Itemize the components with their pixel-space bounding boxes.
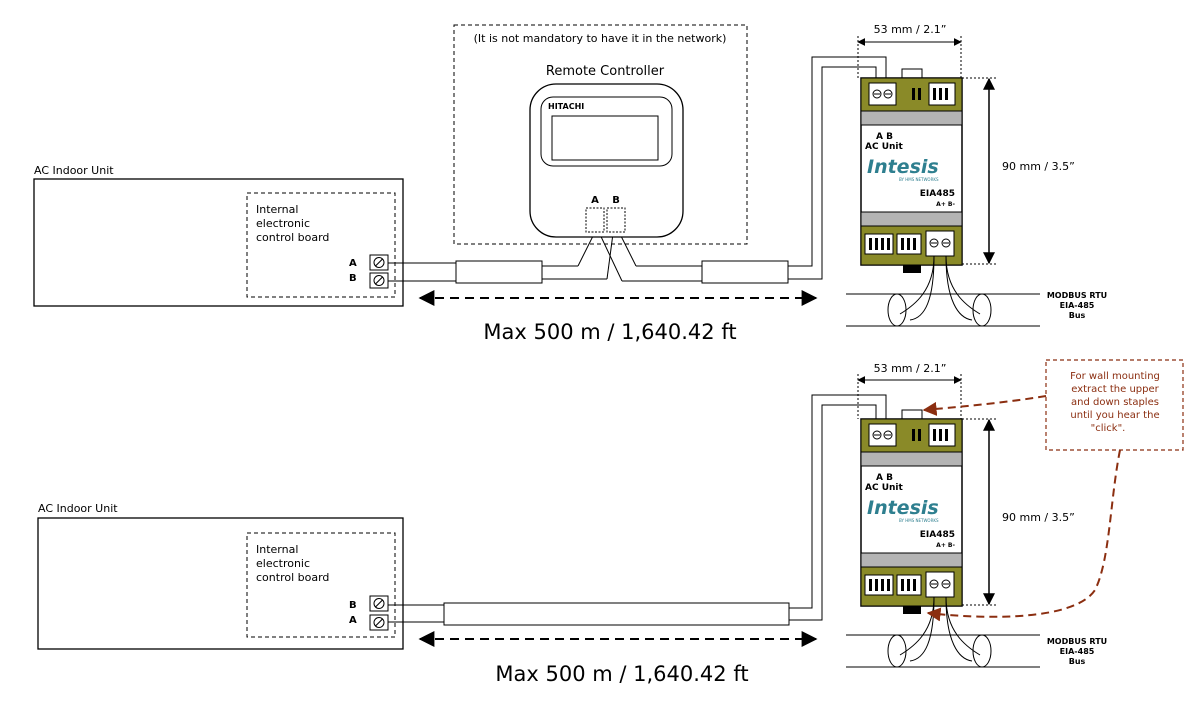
board-line-3-2: control board <box>256 571 329 584</box>
note-line-2: extract the upper <box>1071 384 1159 395</box>
modbus-bus-cable <box>846 255 1040 327</box>
modbus-label-2-line-2: EIA-485 <box>1060 647 1095 656</box>
control-board-box <box>246 192 396 298</box>
note-line-3: and down staples <box>1071 397 1159 408</box>
height-dimension-2: 90 mm / 3.5” <box>1002 511 1075 524</box>
modbus-label-line-3: Bus <box>1069 311 1086 320</box>
modbus-label-2-line-3: Bus <box>1069 657 1086 666</box>
power-terminal-icon <box>928 82 956 106</box>
device-bus-pins-2: A+ B- <box>936 542 955 549</box>
intesis-gateway-device: A B AC Unit Intesis BY HMS NETWORKS EIA4… <box>860 68 963 273</box>
optional-area-box <box>453 24 748 245</box>
indoor-unit-title-2: AC Indoor Unit <box>38 502 118 515</box>
remote-title: Remote Controller <box>546 64 665 79</box>
brand-logo-2: Intesis <box>867 497 939 519</box>
note-arrow-upper <box>922 395 1047 416</box>
remote-terminal-a-label: A <box>591 195 599 206</box>
brand-logo: Intesis <box>867 156 939 178</box>
diagram-1: AC Indoor Unit Internal electronic contr… <box>33 23 1107 344</box>
note-line-1: For wall mounting <box>1070 371 1160 382</box>
remote-brand: HITACHI <box>548 102 584 111</box>
remote-terminal-b-label: B <box>612 195 620 206</box>
indoor-unit-box-2 <box>37 517 404 650</box>
device-bus-label: EIA485 <box>920 189 955 199</box>
indoor-unit-title: AC Indoor Unit <box>34 164 114 177</box>
device-ab-label-2: A B <box>876 473 893 483</box>
distance-label: Max 500 m / 1,640.42 ft <box>483 320 736 344</box>
board-line-3: control board <box>256 231 329 244</box>
control-board-box-2 <box>246 532 396 638</box>
brand-tagline-2: BY HMS NETWORKS <box>899 518 939 523</box>
width-dimension-2: 53 mm / 2.1” <box>874 362 947 375</box>
note-line-5: "click". <box>1091 423 1126 434</box>
wall-mount-note-box <box>1045 359 1184 451</box>
distance-label-2: Max 500 m / 1,640.42 ft <box>495 662 748 686</box>
remote-terminal-b <box>606 207 626 233</box>
note-line-4: until you hear the <box>1070 410 1159 421</box>
device-ac-unit-label-2: AC Unit <box>865 483 904 493</box>
device-bus-label-2: EIA485 <box>920 530 955 540</box>
modbus-label-line-2: EIA-485 <box>1060 301 1095 310</box>
board-line-1: Internal <box>256 203 298 216</box>
terminal-label-b-2: B <box>349 600 357 611</box>
remote-terminal-a <box>585 207 605 233</box>
device-bus-pins: A+ B- <box>936 201 955 208</box>
bottom-terminal-icon-2 <box>864 571 955 598</box>
bus-cable-2 <box>388 394 887 626</box>
bottom-terminal-icon <box>864 230 955 257</box>
power-terminal-icon-2 <box>928 423 956 447</box>
modbus-label-2-line-1: MODBUS RTU <box>1047 637 1107 646</box>
modbus-label-line-1: MODBUS RTU <box>1047 291 1107 300</box>
diagram-2: AC Indoor Unit Internal electronic contr… <box>37 359 1184 686</box>
board-line-2: electronic <box>256 217 310 230</box>
device-ac-unit-label: AC Unit <box>865 142 904 152</box>
optional-note: (It is not mandatory to have it in the n… <box>474 32 727 45</box>
intesis-gateway-device-2: A B AC Unit Intesis BY HMS NETWORKS EIA4… <box>860 409 963 614</box>
height-dimension: 90 mm / 3.5” <box>1002 160 1075 173</box>
terminal-label-a: A <box>349 258 357 269</box>
terminal-label-a-2: A <box>349 615 357 626</box>
board-line-1-2: Internal <box>256 543 298 556</box>
screw-terminal-icon-2 <box>369 595 389 631</box>
remote-screen <box>551 115 659 161</box>
terminal-label-b: B <box>349 273 357 284</box>
screw-terminal-icon <box>369 254 389 289</box>
ab-terminal-icon-2 <box>868 423 897 447</box>
brand-tagline: BY HMS NETWORKS <box>899 177 939 182</box>
width-dimension: 53 mm / 2.1” <box>874 23 947 36</box>
device-ab-label: A B <box>876 132 893 142</box>
board-line-2-2: electronic <box>256 557 310 570</box>
modbus-bus-cable-2 <box>846 596 1040 668</box>
bus-cable <box>388 56 887 284</box>
ab-terminal-icon <box>868 82 897 106</box>
indoor-unit-box <box>33 178 404 307</box>
